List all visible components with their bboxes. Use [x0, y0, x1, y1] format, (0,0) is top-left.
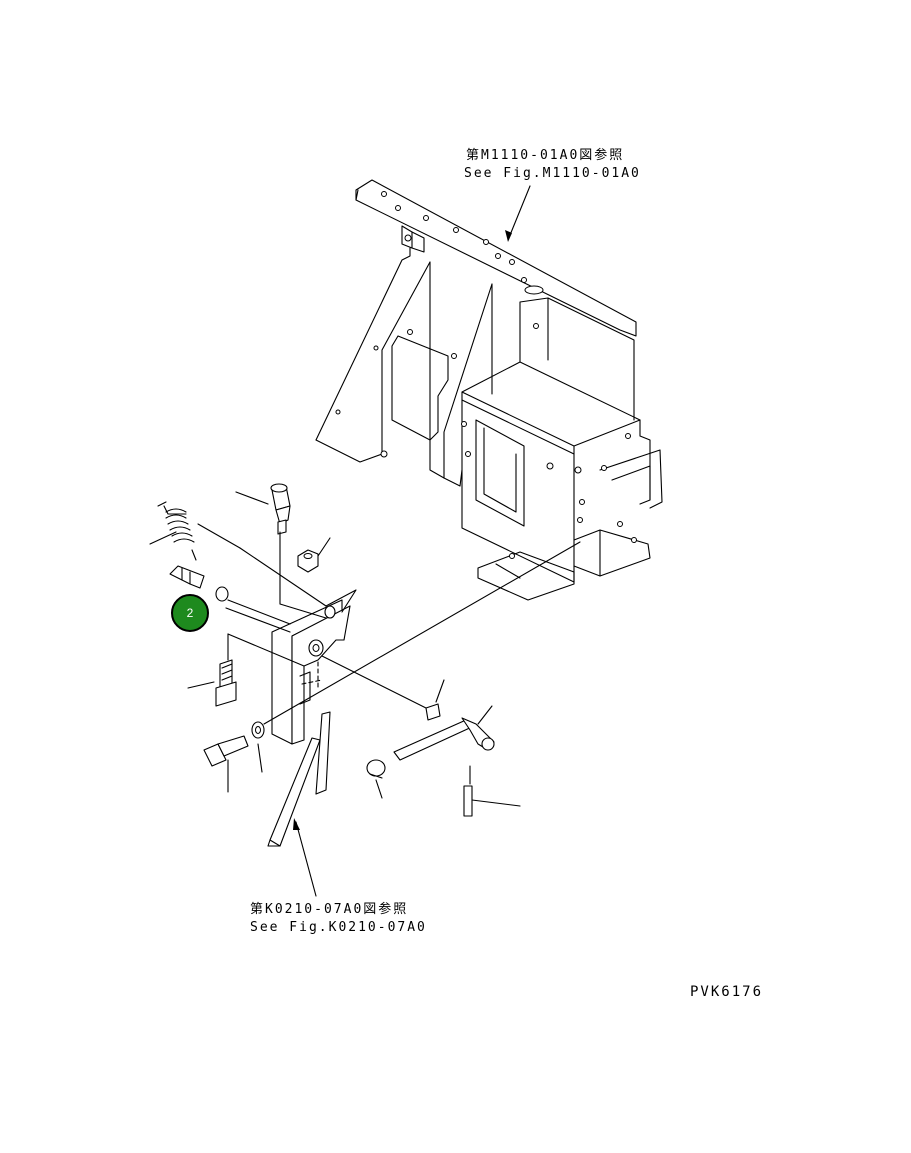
reference-leaders: [293, 185, 531, 897]
clip: [169, 565, 205, 589]
switch: [235, 483, 291, 535]
drawing-code: PVK6176: [690, 984, 764, 1000]
reference-top-en: See Fig.M1110-01A0: [464, 166, 641, 181]
bolt-bottom: [203, 735, 249, 793]
cap-plug: [366, 759, 386, 799]
pedal-bracket: [271, 589, 357, 745]
spring: [149, 501, 197, 561]
callout-part-2[interactable]: 2: [171, 594, 209, 632]
reference-bottom-jp: 第K0210-07A0図参照: [250, 902, 409, 917]
frame-assembly: [315, 179, 663, 601]
pedal-arm: [267, 711, 331, 847]
nut: [297, 537, 331, 573]
reference-bottom-en: See Fig.K0210-07A0: [250, 920, 427, 935]
assembly-lines: [197, 523, 581, 725]
rod-lever: [393, 705, 495, 761]
washer: [251, 721, 265, 773]
reference-top-jp: 第M1110-01A0図参照: [466, 148, 625, 163]
bushing-right: [425, 679, 445, 721]
pin: [463, 765, 521, 817]
bolt-left: [187, 659, 237, 707]
small-bushing: [215, 586, 291, 633]
